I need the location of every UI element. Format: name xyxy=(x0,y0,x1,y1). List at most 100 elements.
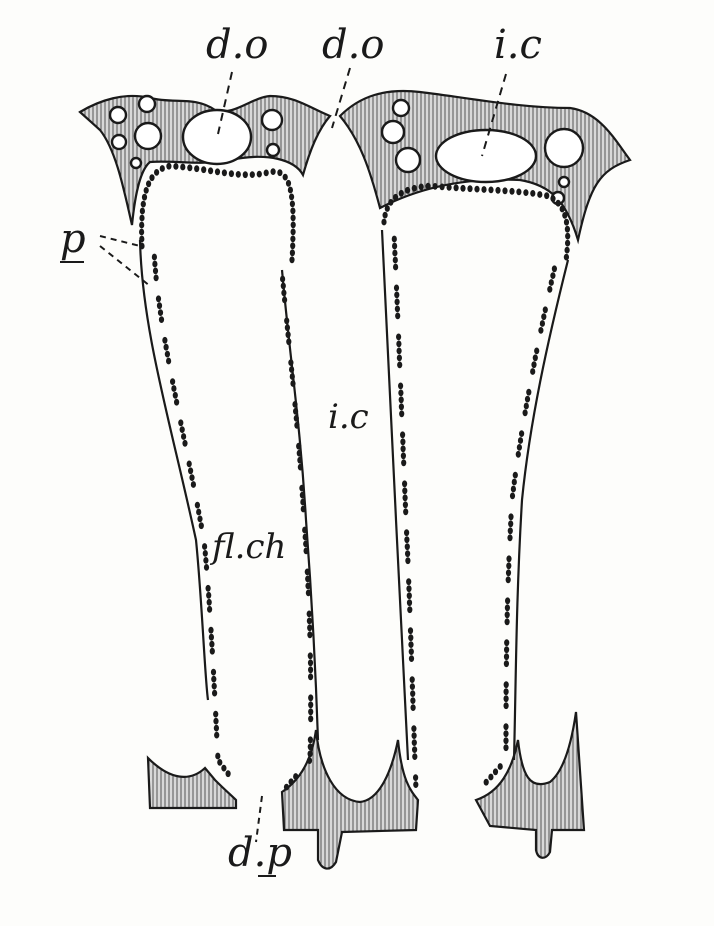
cell-dot xyxy=(283,783,290,791)
cell-dot xyxy=(394,291,400,299)
cell-dot xyxy=(398,189,404,197)
cell-dot xyxy=(208,633,214,641)
cell-dot xyxy=(400,452,406,460)
cell-dot xyxy=(563,253,570,261)
leader-line xyxy=(217,71,233,135)
cell-dot xyxy=(208,167,214,175)
label-flch: fl.ch xyxy=(209,527,286,567)
cell-dot xyxy=(282,296,288,304)
cell-dot xyxy=(395,312,401,320)
cell-dot xyxy=(289,249,295,257)
cell-dot xyxy=(139,235,145,243)
cell-dot xyxy=(405,557,411,565)
cell-dot xyxy=(307,743,313,751)
cell-dot xyxy=(542,306,548,314)
cell-dot xyxy=(196,508,202,516)
cell-dot xyxy=(481,186,487,193)
cell-dot xyxy=(188,467,194,475)
cell-dot xyxy=(401,459,407,467)
cell-dot xyxy=(460,184,466,192)
cell-dot xyxy=(213,710,219,718)
cell-dot xyxy=(152,260,158,268)
cell-dot xyxy=(156,302,163,310)
cell-dot xyxy=(307,736,313,744)
cell-dot xyxy=(403,508,409,516)
cell-dot xyxy=(290,235,296,243)
cell-dot xyxy=(263,169,269,177)
cell-dot xyxy=(281,289,287,297)
cell-dot xyxy=(180,163,186,171)
cell-dot xyxy=(308,701,314,709)
cell-dot xyxy=(523,402,529,410)
cell-dot xyxy=(504,639,510,647)
cell-dot xyxy=(502,187,508,195)
cell-dot xyxy=(297,456,303,464)
cell-dot xyxy=(408,655,415,662)
vessel-circle xyxy=(391,98,411,118)
cell-dot xyxy=(405,186,411,194)
cell-dot xyxy=(189,474,195,481)
cell-dot xyxy=(152,267,159,275)
cell-dot xyxy=(302,533,308,541)
cell-dot xyxy=(221,764,227,772)
cell-dot xyxy=(505,597,511,605)
cell-dot xyxy=(208,626,214,634)
cell-dot xyxy=(139,207,145,215)
cell-dot xyxy=(289,200,295,208)
cell-dot xyxy=(146,180,152,188)
cell-dot xyxy=(393,284,400,292)
cell-dot xyxy=(516,188,522,196)
bottom-left-foot xyxy=(146,755,238,810)
cell-dot xyxy=(391,235,397,243)
cell-dot xyxy=(523,189,529,197)
cell-dot xyxy=(282,173,288,181)
cell-dot xyxy=(406,578,412,586)
cell-dot xyxy=(299,484,305,492)
cell-dot xyxy=(432,183,438,190)
leader-line xyxy=(331,67,351,129)
bottom-middle-foot xyxy=(280,729,420,870)
cell-dot xyxy=(538,327,544,334)
cell-dot xyxy=(394,305,400,313)
cell-dot xyxy=(197,515,203,523)
cell-dot xyxy=(530,190,536,197)
cell-dot xyxy=(400,438,406,446)
cell-dot xyxy=(408,648,414,655)
cell-dot xyxy=(504,604,510,612)
cell-dot xyxy=(398,403,404,411)
cell-dot xyxy=(526,388,532,396)
cell-dot xyxy=(511,478,517,486)
cell-dot xyxy=(407,627,414,635)
cell-dot xyxy=(280,282,286,290)
cell-dot xyxy=(256,170,262,178)
cell-dot xyxy=(509,187,515,195)
cell-dot xyxy=(446,184,452,191)
cell-dot xyxy=(300,505,306,513)
cell-dot xyxy=(397,361,403,369)
cell-dot xyxy=(537,191,543,198)
cell-dot xyxy=(178,419,184,427)
cell-dot xyxy=(483,778,489,786)
cell-dot xyxy=(308,694,314,702)
cell-dot xyxy=(413,781,419,788)
cell-dot xyxy=(402,487,408,495)
cell-dot xyxy=(400,431,406,439)
cell-dot xyxy=(173,163,179,170)
cell-dot xyxy=(406,585,412,593)
cell-dot xyxy=(302,526,308,534)
cell-dot xyxy=(270,168,276,176)
cell-dot xyxy=(388,199,394,206)
cell-dot xyxy=(503,737,509,745)
cell-dot xyxy=(307,659,314,667)
vessel-circle xyxy=(394,146,422,174)
cell-dot xyxy=(206,591,212,599)
cell-dot xyxy=(550,195,556,203)
cell-dot xyxy=(495,186,501,194)
cell-dot xyxy=(413,774,419,781)
cell-dot xyxy=(305,582,311,590)
cell-dot xyxy=(509,492,516,500)
cell-dot xyxy=(396,340,402,348)
label-p: p xyxy=(60,216,86,262)
cell-dot xyxy=(170,378,176,385)
